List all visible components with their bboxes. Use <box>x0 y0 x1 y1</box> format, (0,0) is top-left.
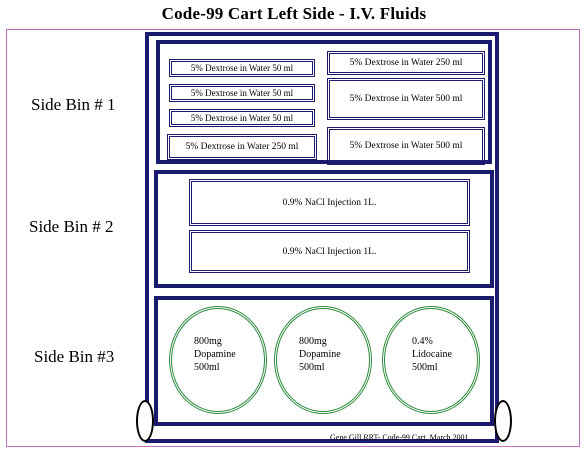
bag-volume: 500ml <box>299 362 325 373</box>
bag-strength: 0.4% <box>412 336 433 347</box>
bag-volume: 500ml <box>412 362 438 373</box>
bin-1-item: 5% Dextrose in Water 500 ml <box>327 78 485 120</box>
side-bin-2: 0.9% NaCl Injection 1L. 0.9% NaCl Inject… <box>154 170 494 288</box>
bin-2-item: 0.9% NaCl Injection 1L. <box>189 179 470 226</box>
bag-drug: Dopamine <box>194 349 236 360</box>
left-wheel <box>136 400 154 442</box>
side-bin-1: 5% Dextrose in Water 50 ml 5% Dextrose i… <box>156 40 492 165</box>
bin-1-item: 5% Dextrose in Water 50 ml <box>169 84 315 102</box>
right-wheel <box>494 400 512 442</box>
bin-3-bag: 0.4% Lidocaine 500ml <box>382 306 480 414</box>
diagram-title: Code-99 Cart Left Side - I.V. Fluids <box>161 4 427 23</box>
bag-strength: 800mg <box>299 336 327 347</box>
bin-1-label: Side Bin # 1 <box>31 95 116 114</box>
bin-1-item: 5% Dextrose in Water 50 ml <box>169 59 315 77</box>
bin-1-item: 5% Dextrose in Water 500 ml <box>327 127 485 165</box>
bin-2-label: Side Bin # 2 <box>29 217 114 236</box>
bag-strength: 800mg <box>194 336 222 347</box>
bin-1-item: 5% Dextrose in Water 250 ml <box>327 51 485 75</box>
bag-drug: Dopamine <box>299 349 341 360</box>
bin-2-item: 0.9% NaCl Injection 1L. <box>189 230 470 273</box>
bin-3-label: Side Bin #3 <box>34 347 115 366</box>
cart-body: 5% Dextrose in Water 50 ml 5% Dextrose i… <box>145 32 499 443</box>
bin-3-bag: 800mg Dopamine 500ml <box>274 306 372 414</box>
page-frame <box>6 29 580 447</box>
bag-drug: Lidocaine <box>412 349 452 360</box>
side-bin-3: 800mg Dopamine 500ml 800mg Dopamine 500m… <box>154 296 494 426</box>
bin-1-item: 5% Dextrose in Water 50 ml <box>169 109 315 127</box>
bin-1-item: 5% Dextrose in Water 250 ml <box>167 134 317 160</box>
author-credit: Gene Gill,RRT- Code-99 Cart, March 2001 <box>330 433 469 442</box>
bin-3-bag: 800mg Dopamine 500ml <box>169 306 267 414</box>
bag-volume: 500ml <box>194 362 220 373</box>
